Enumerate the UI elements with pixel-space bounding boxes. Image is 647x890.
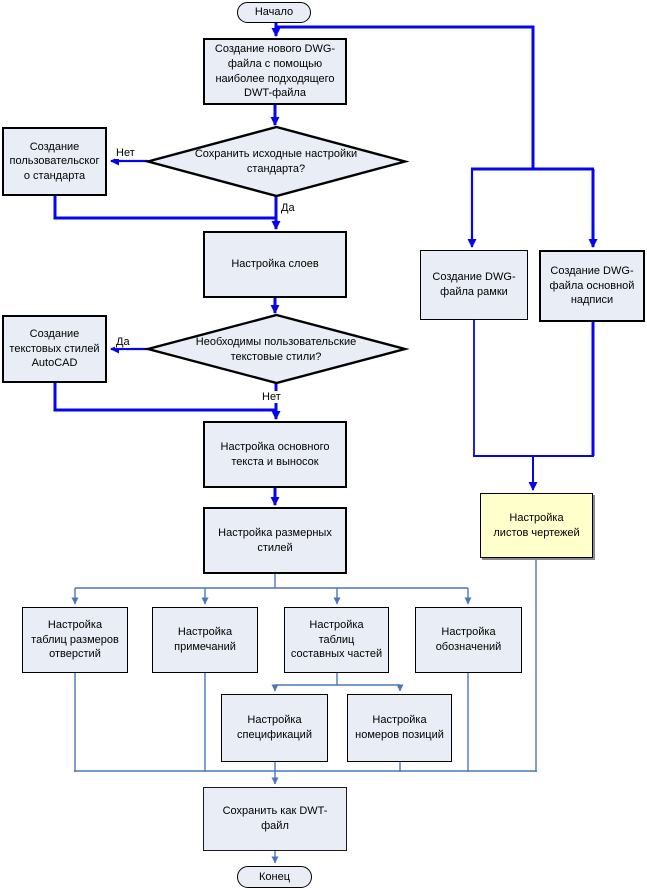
edge-label-decision2-yes: Да <box>115 336 131 349</box>
start-terminator: Начало <box>237 2 311 23</box>
step-setup-notes: Настройка примечаний <box>152 607 258 673</box>
step-setup-layers: Настройка слоев <box>203 231 347 298</box>
edge-label-decision1-yes: Да <box>280 202 296 215</box>
step-create-dwg-file: Создание нового DWG- файла с помощью наи… <box>203 38 347 105</box>
step-save-as-dwt: Сохранить как DWT- файл <box>203 787 347 851</box>
step-setup-symbols: Настройка обозначений <box>415 607 522 673</box>
decision-text-styles-shape <box>143 313 410 385</box>
step-setup-item-numbers: Настройка номеров позиций <box>347 694 452 762</box>
step-setup-main-text: Настройка основного текста и выносок <box>203 421 347 488</box>
decision-keep-standard-label: Сохранить исходные настройки стандарта? <box>194 148 358 175</box>
edge-label-decision2-no: Нет <box>261 391 282 404</box>
step-create-user-standard: Создание пользовательског о стандарта <box>2 127 107 196</box>
step-setup-parts-tables: Настройка таблиц составных частей <box>284 607 389 673</box>
step-create-titleblock-dwg: Создание DWG- файла основной надписи <box>539 250 645 322</box>
decision-keep-standard-shape <box>143 125 410 198</box>
step-setup-specifications: Настройка спецификаций <box>221 694 328 762</box>
end-terminator: Конец <box>237 866 312 888</box>
step-setup-drawing-sheets: Настройка листов чертежей <box>480 493 593 558</box>
step-create-frame-dwg: Создание DWG- файла рамки <box>420 250 528 320</box>
decision-text-styles-label: Необходимы пользовательские текстовые ст… <box>195 336 357 363</box>
step-create-text-styles: Создание текстовых стилей AutoCAD <box>2 315 107 383</box>
step-setup-dim-styles: Настройка размерных стилей <box>203 507 347 574</box>
edge-label-decision1-no: Нет <box>115 147 136 160</box>
step-setup-hole-tables: Настройка таблиц размеров отверстий <box>22 607 128 673</box>
